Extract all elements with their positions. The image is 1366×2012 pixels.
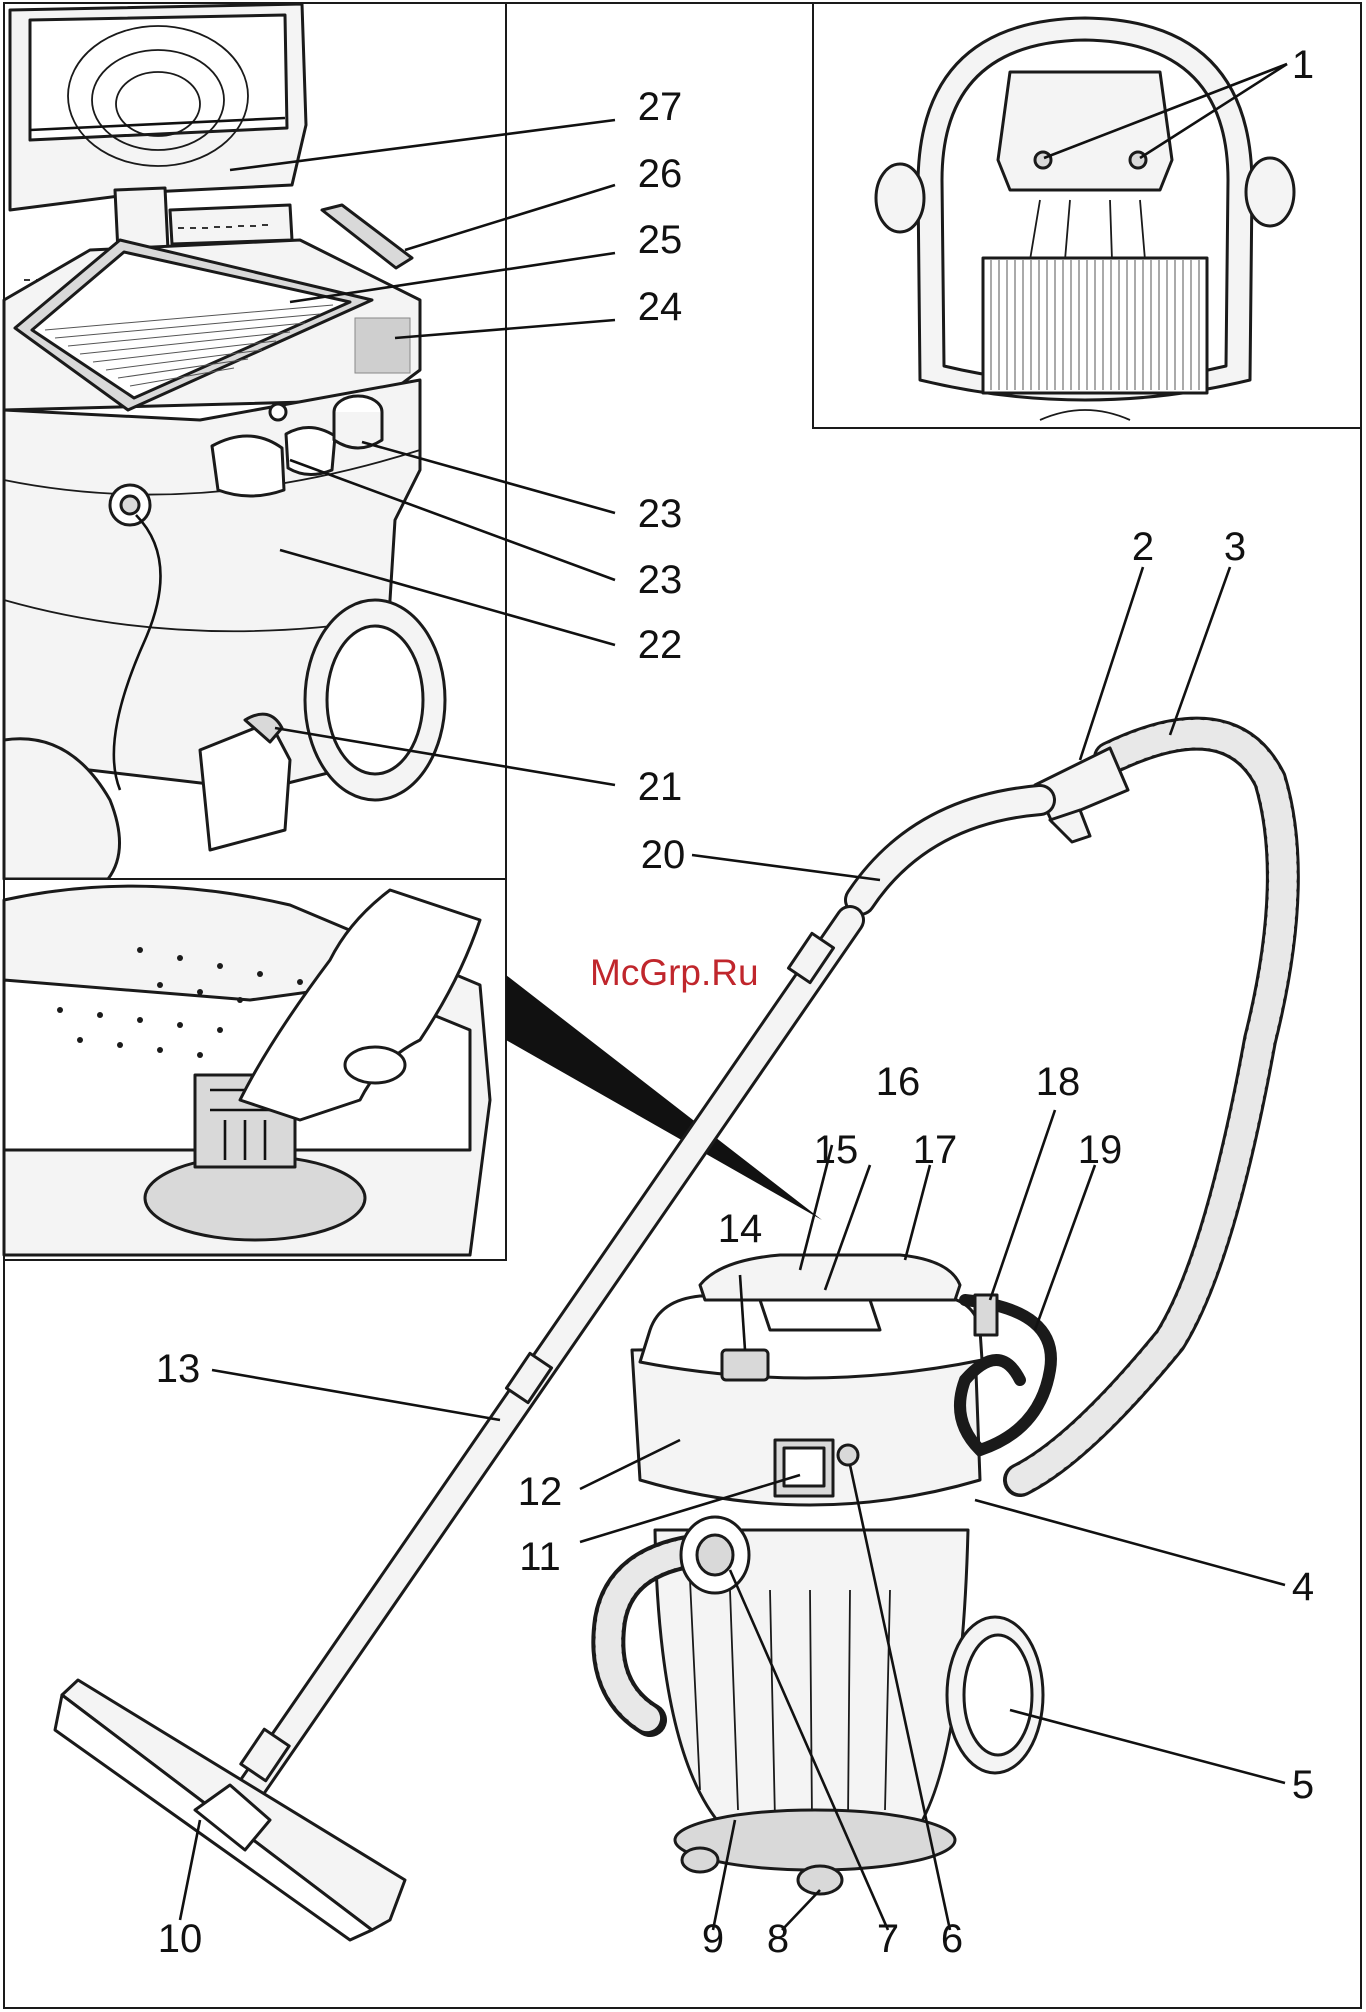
callout-23-lower: 23 [638,558,683,602]
callout-13: 13 [156,1347,201,1391]
callout-24: 24 [638,285,683,329]
inset-filter-compartment [4,3,506,879]
callout-26: 26 [638,152,683,196]
callout-6: 6 [941,1917,963,1961]
callout-22: 22 [638,623,683,667]
callout-4: 4 [1292,1565,1314,1609]
callout-18: 18 [1036,1060,1081,1104]
callout-2: 2 [1132,525,1154,569]
callout-25: 25 [638,218,683,262]
callout-1: 1 [1292,43,1314,87]
callout-27: 27 [638,85,683,129]
inset-catch-release [4,879,506,1260]
callout-7: 7 [877,1917,899,1961]
callout-11: 11 [519,1535,561,1579]
label-plate [355,318,410,373]
callout-15: 15 [814,1128,859,1172]
callout-10: 10 [158,1917,203,1961]
watermark: McGrp.Ru [590,952,759,993]
callout-5: 5 [1292,1763,1314,1807]
callout-23-upper: 23 [638,492,683,536]
callout-3: 3 [1224,525,1246,569]
callout-19: 19 [1078,1128,1123,1172]
callout-21: 21 [638,765,683,809]
callout-14: 14 [718,1207,763,1251]
callout-12: 12 [518,1470,563,1514]
callout-17: 17 [913,1128,958,1172]
callout-8: 8 [767,1917,789,1961]
callout-16: 16 [876,1060,921,1104]
callout-9: 9 [702,1917,724,1961]
callout-20: 20 [641,833,686,877]
